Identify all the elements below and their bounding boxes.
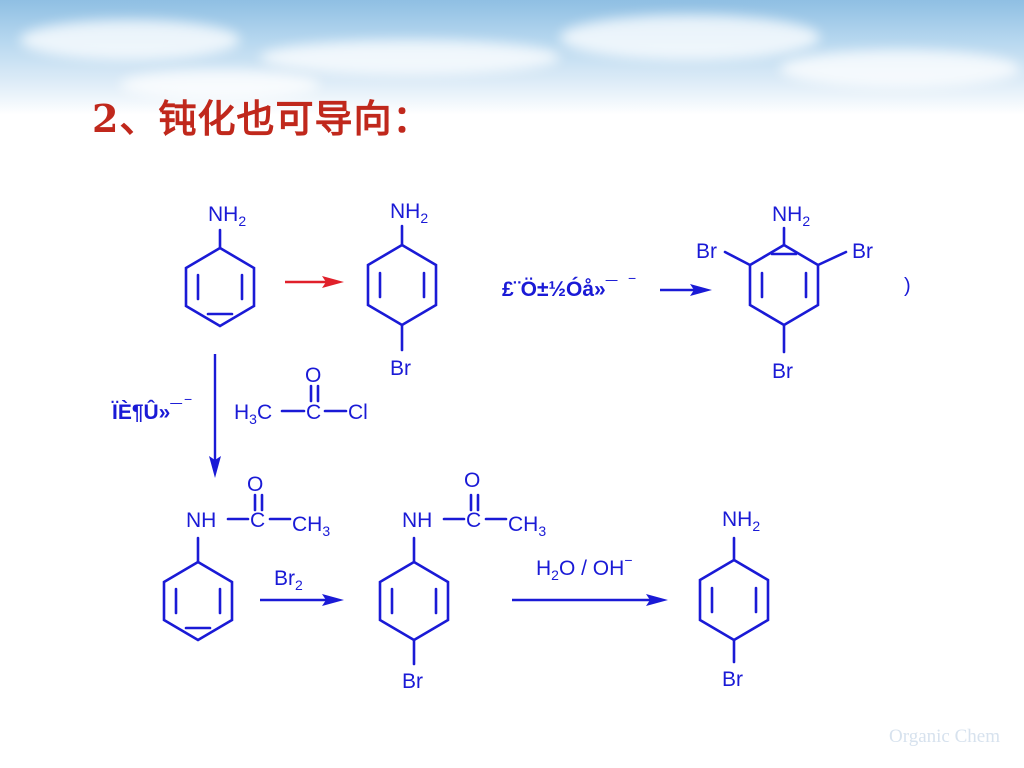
h3c-label: H3C: [234, 401, 272, 427]
slide-title: 2、钝化也可导向：: [92, 96, 432, 141]
closing-paren: ): [904, 275, 911, 297]
product-bromoaniline-ring: [698, 536, 770, 664]
red-reaction-arrow: [285, 276, 344, 288]
oxygen-label-bromoacetanilide: O: [464, 469, 480, 492]
aniline-ring: [184, 228, 256, 328]
conditions-text-direct: £¨Ö±½Óå»¯: [502, 277, 618, 301]
cl-label: Cl: [348, 401, 368, 424]
oxygen-label-reagent: O: [305, 364, 321, 387]
ch3-label-bromoacetanilide: CH3: [508, 513, 546, 539]
conditions-text-direct-tail: −: [628, 270, 636, 286]
br-label-para: Br: [772, 360, 793, 383]
ch3-label-acetanilide: CH3: [292, 513, 330, 539]
br-label-1: Br: [390, 357, 411, 380]
carbonyl-c-reagent: C: [306, 401, 321, 424]
nh2-label-product: NH2: [722, 508, 760, 534]
nh2-label-3: NH2: [772, 203, 810, 229]
br-label-ortho-left: Br: [696, 240, 717, 263]
bromoacetanilide-ring: [378, 493, 508, 666]
acetyl-chloride-bonds: [280, 384, 348, 413]
sky-banner: [0, 0, 1024, 115]
tribromoaniline-ring: [723, 226, 848, 354]
hydrolysis-arrow: [512, 594, 668, 606]
bromoaniline-ring: [366, 224, 438, 352]
down-arrow-icon: [209, 354, 221, 478]
br-label-bromoacetanilide: Br: [402, 670, 423, 693]
conditions-text-passivate-tail: −: [184, 391, 192, 407]
nh-label-bromoacetanilide: NH: [402, 509, 432, 532]
carbonyl-c-bromoacetanilide: C: [466, 509, 481, 532]
acetanilide-ring: [162, 493, 292, 642]
nh-label-acetanilide: NH: [186, 509, 216, 532]
conditions-text-passivate: ÏÈ¶Û»¯: [111, 400, 182, 424]
hydrolysis-conditions-label: H2O / OH−: [536, 552, 633, 583]
nh2-label-2: NH2: [390, 200, 428, 226]
bromination-arrow: [260, 594, 344, 606]
br-label-product: Br: [722, 668, 743, 691]
tribromination-arrow: [660, 284, 712, 296]
br-label-ortho-right: Br: [852, 240, 873, 263]
carbonyl-c-acetanilide: C: [250, 509, 265, 532]
watermark-text: Organic Chem: [889, 726, 1000, 747]
nh2-label-1: NH2: [208, 203, 246, 229]
oxygen-label-acetanilide: O: [247, 473, 263, 496]
br2-reagent-label: Br2: [274, 567, 303, 593]
